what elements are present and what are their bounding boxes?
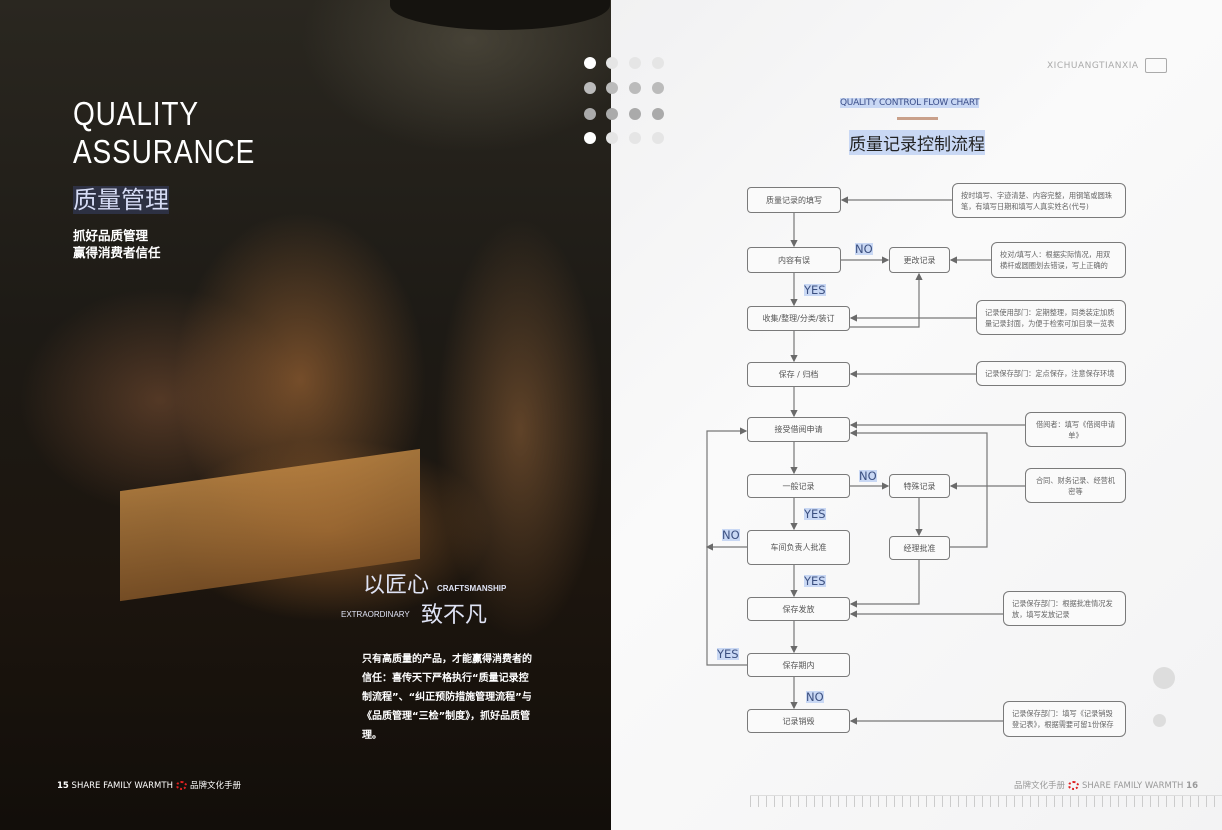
brand-logo-icon [175,781,187,790]
ruler-decoration [750,795,1222,807]
flow-note: 记录使用部门：定期整理，同类装定加质量记录封面，为便于检索可加目录一览表 [976,300,1126,335]
branch-label-yes: YES [804,574,826,588]
footer-text: SHARE FAMILY WARMTH [1082,781,1184,791]
slogan-line1: 以匠心 [363,573,430,598]
subtitle-line1: 抓好品质管理 [73,228,149,243]
page-number: 16 [1186,781,1198,791]
branch-label-yes: YES [804,283,826,297]
branch-label-yes: YES [804,507,826,521]
branch-label-no: NO [855,242,873,256]
flow-note: 按时填写、字迹清楚、内容完整，用钢笔或圆珠笔，有填写日期和填写人真实姓名(代号) [952,183,1126,218]
flow-node-special-record: 特殊记录 [889,474,950,498]
brand-name: XICHUANGTIANXIA [1047,61,1139,71]
footer-cn: 品牌文化手册 [1014,781,1066,791]
flow-node-content-error: 内容有误 [747,247,841,273]
page-title: 质量记录控制流程 [849,130,985,155]
flow-node-archive: 保存 / 归档 [747,362,850,387]
branch-label-yes: YES [717,647,739,661]
title-english-line1: QUALITY [73,95,199,132]
flow-node-destroy: 记录销毁 [747,709,850,733]
footer-left: 15 SHARE FAMILY WARMTH 品牌文化手册 [57,780,241,792]
flow-note: 合同、财务记录、经营机密等 [1025,468,1126,503]
brand-logo-icon [1068,781,1080,790]
footer-cn: 品牌文化手册 [189,781,241,791]
slogan-line2: 致不凡 [421,603,488,628]
decor-circle [1153,714,1166,727]
title-chinese: 质量管理 [73,186,169,214]
branch-label-no: NO [722,528,740,542]
subtitle: 抓好品质管理赢得消费者信任 [73,227,161,261]
accent-divider [897,117,938,120]
page-number: 15 [57,781,69,791]
slogan-en1: CRAFTSMANSHIP [437,584,507,593]
flow-note: 记录保存部门：定点保存，注意保存环境 [976,361,1126,386]
footer-text: SHARE FAMILY WARMTH [71,781,173,791]
flow-note: 借阅者：填写《借阅申请单》 [1025,412,1126,447]
left-page-photo [0,0,611,830]
flow-note: 记录保存部门：根据批准情况发放，填写发放记录 [1003,591,1126,626]
flow-node-release: 保存发放 [747,597,850,621]
flow-node-collect: 收集/整理/分类/装订 [747,306,850,331]
bed-icon [1145,58,1167,73]
flow-node-correct-record: 更改记录 [889,247,950,273]
slogan-en2: EXTRAORDINARY [341,610,410,619]
footer-right: 品牌文化手册 SHARE FAMILY WARMTH 16 [1014,780,1198,792]
flow-node-general-record: 一般记录 [747,474,850,498]
decor-circle [1153,667,1175,689]
flow-node-workshop-approval: 车间负责人批准 [747,530,850,565]
flow-note: 记录保存部门：填写《记录销毁登记表》，根据需要可留1份保存 [1003,701,1126,737]
title-english-line2: ASSURANCE [73,133,256,170]
branch-label-no: NO [859,469,877,483]
eyebrow-title: QUALITY CONTROL FLOW CHART [840,98,980,108]
intro-paragraph: 只有高质量的产品，才能赢得消费者的信任：喜传天下严格执行“质量记录控制流程”、“… [362,654,532,741]
flow-node-retention: 保存期内 [747,653,850,677]
flow-node-fill-record: 质量记录的填写 [747,187,841,213]
flow-note: 校对/填写人：根据实际情况，用双横杆或圆圈划去错误，写上正确的 [991,242,1126,278]
flow-node-manager-approval: 经理批准 [889,536,950,560]
flow-node-borrow-request: 接受借阅申请 [747,417,850,442]
subtitle-line2: 赢得消费者信任 [73,245,161,260]
branch-label-no: NO [806,690,824,704]
